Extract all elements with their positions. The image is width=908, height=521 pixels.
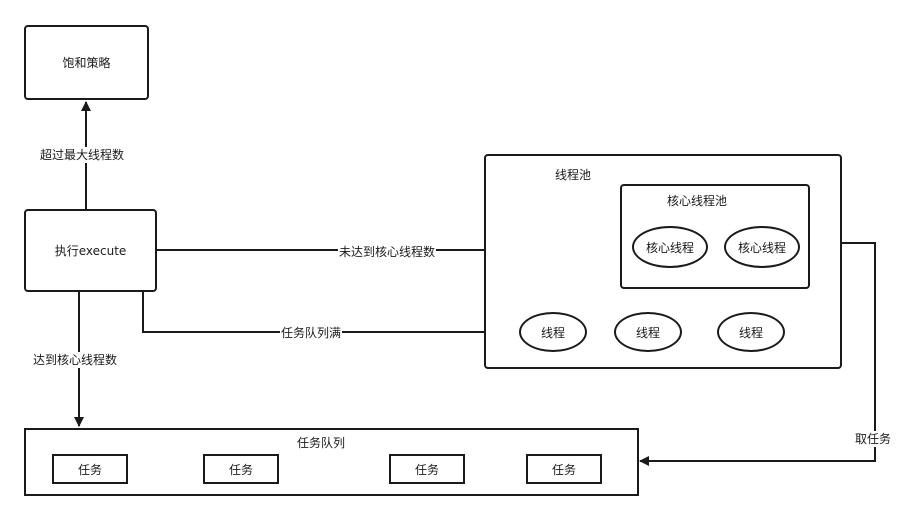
core-thread-2-label: 核心线程 xyxy=(737,240,786,255)
task-4: 任务 xyxy=(526,454,602,484)
edge-label-queue-full: 任务队列满 xyxy=(280,325,343,341)
execute-node: 执行execute xyxy=(24,209,157,292)
task-queue-label: 任务队列 xyxy=(297,436,346,450)
edge-label-take-task: 取任务 xyxy=(854,431,893,447)
core-thread-2: 核心线程 xyxy=(724,226,800,268)
thread-1: 线程 xyxy=(519,312,587,352)
thread-3: 线程 xyxy=(717,312,785,352)
task-3: 任务 xyxy=(389,454,465,484)
execute-label: 执行execute xyxy=(54,244,127,258)
task-1: 任务 xyxy=(52,454,128,484)
task-2-label: 任务 xyxy=(228,462,253,477)
edge-label-reach-core: 达到核心线程数 xyxy=(32,352,119,368)
task-4-label: 任务 xyxy=(551,462,576,477)
thread-1-label: 线程 xyxy=(540,325,565,340)
thread-2-label: 线程 xyxy=(635,325,660,340)
saturation-policy-node: 饱和策略 xyxy=(24,25,149,100)
thread-pool-label: 线程池 xyxy=(555,168,592,182)
core-thread-1: 核心线程 xyxy=(632,226,708,268)
task-3-label: 任务 xyxy=(414,462,439,477)
edge-queue-full xyxy=(142,292,519,337)
thread-2: 线程 xyxy=(614,312,682,352)
core-thread-1-label: 核心线程 xyxy=(645,240,694,255)
saturation-policy-label: 饱和策略 xyxy=(62,56,111,70)
edge-label-below-core: 未达到核心线程数 xyxy=(338,244,437,260)
task-1-label: 任务 xyxy=(77,462,102,477)
task-2: 任务 xyxy=(203,454,279,484)
edge-label-exceed-max: 超过最大线程数 xyxy=(39,147,126,163)
core-pool-label: 核心线程池 xyxy=(667,194,728,208)
thread-3-label: 线程 xyxy=(738,325,763,340)
